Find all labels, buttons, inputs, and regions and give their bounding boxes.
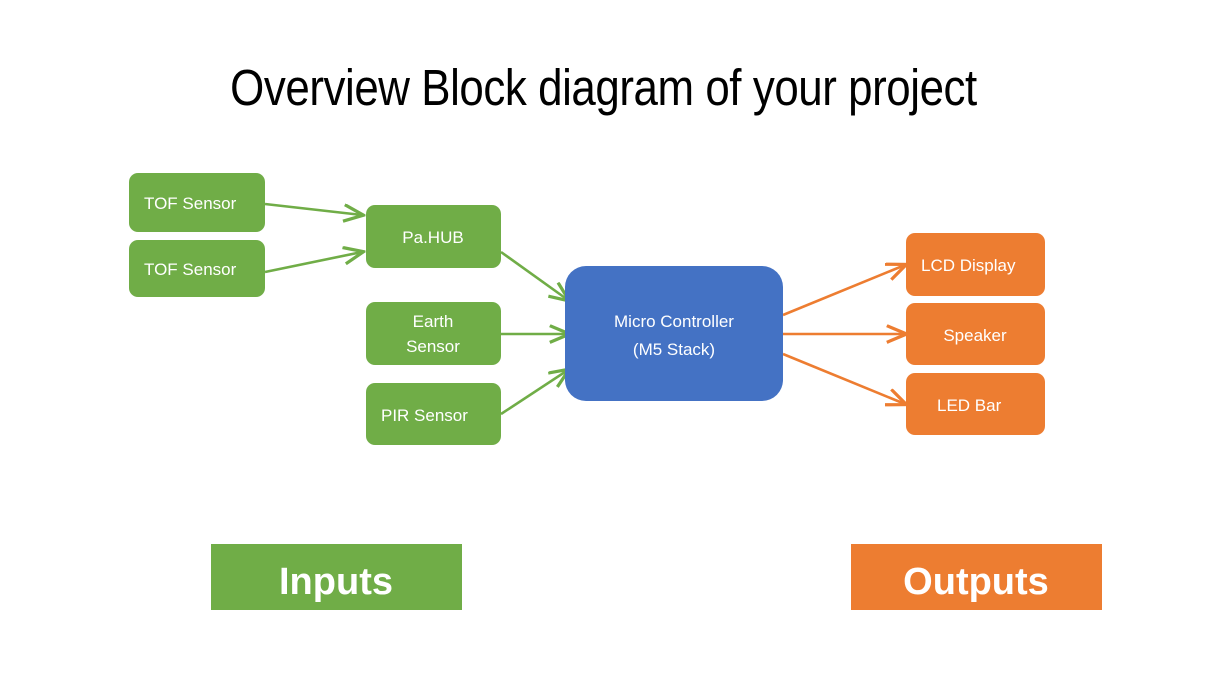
node-micro-controller[interactable]: Micro Controller (M5 Stack) — [565, 266, 783, 401]
banner-inputs-label: Inputs — [279, 561, 393, 603]
node-earth-sensor-label-line2: Sensor — [406, 337, 460, 356]
banner-outputs: Outputs — [851, 544, 1102, 610]
node-led-bar[interactable]: LED Bar — [906, 373, 1045, 435]
page-title: Overview Block diagram of your project — [230, 59, 977, 116]
node-lcd-display[interactable]: LCD Display — [906, 233, 1045, 296]
node-micro-controller-label-line2: (M5 Stack) — [633, 340, 715, 359]
banner-outputs-label: Outputs — [903, 561, 1049, 603]
node-tof-sensor-1[interactable]: TOF Sensor — [129, 173, 265, 232]
node-led-bar-label: LED Bar — [937, 396, 1002, 415]
connectors-group — [264, 202, 905, 416]
connector-controller-to-lcd — [782, 265, 905, 317]
node-earth-sensor[interactable]: Earth Sensor — [366, 302, 501, 365]
node-earth-sensor-label-line1: Earth — [413, 312, 454, 331]
node-tof-sensor-1-label: TOF Sensor — [144, 194, 237, 213]
node-lcd-display-label: LCD Display — [921, 256, 1016, 275]
connector-tof1-to-pahub — [264, 202, 362, 215]
node-speaker[interactable]: Speaker — [906, 303, 1045, 365]
node-pir-sensor[interactable]: PIR Sensor — [366, 383, 501, 445]
node-micro-controller-label-line1: Micro Controller — [614, 312, 734, 331]
connector-controller-to-ledbar — [782, 352, 905, 404]
connector-tof2-to-pahub — [264, 252, 362, 274]
node-tof-sensor-2[interactable]: TOF Sensor — [129, 240, 265, 297]
node-tof-sensor-2-label: TOF Sensor — [144, 260, 237, 279]
node-pa-hub-label: Pa.HUB — [402, 228, 463, 247]
connector-pahub-to-controller — [500, 250, 568, 300]
banner-inputs: Inputs — [211, 544, 462, 610]
node-speaker-label: Speaker — [943, 326, 1007, 345]
node-pir-sensor-label: PIR Sensor — [381, 406, 468, 425]
connector-pir-to-controller — [500, 370, 568, 416]
node-pa-hub[interactable]: Pa.HUB — [366, 205, 501, 268]
